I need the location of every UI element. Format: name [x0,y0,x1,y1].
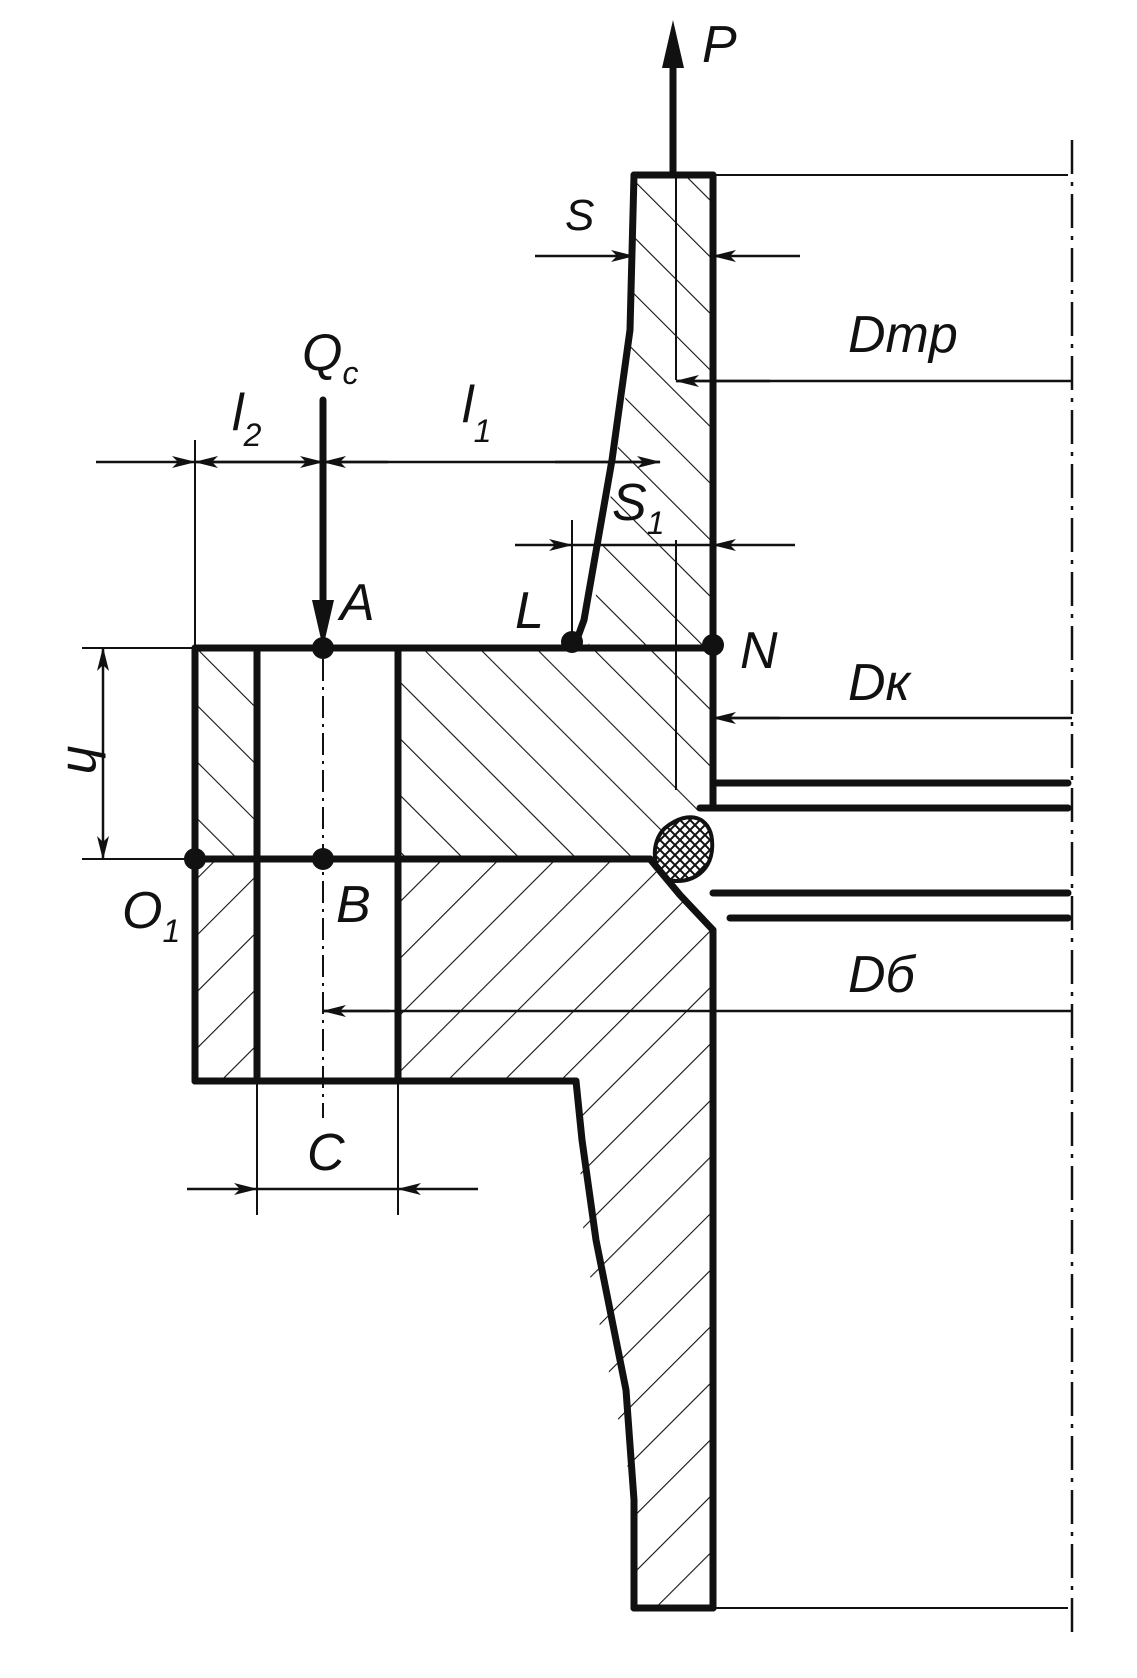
label-l: L [515,582,544,640]
label-d-k: Dк [848,654,913,712]
point-l [561,631,583,653]
section-outlines [191,171,717,1612]
point-o1 [184,848,206,870]
point-b [312,848,334,870]
label-s1: S1 [612,474,664,541]
gasket-lines [696,174,1072,1609]
upper-flange-rim-section [195,648,257,859]
label-d-b: Dб [848,946,917,1004]
label-o1: O1 [122,882,180,949]
label-a: A [337,574,375,632]
lower-flange-body-section [398,859,713,1608]
label-qc: Qc [302,324,358,391]
label-c: C [307,1124,345,1182]
upper-flange-body-section [398,175,713,859]
diameter-lines [322,375,1072,1017]
label-p: P [702,16,737,74]
label-n: N [740,622,778,680]
label-d-tr: Dmp [848,306,958,364]
upper-flange [195,175,713,859]
label-b: B [336,876,371,934]
force-p-arrowhead [662,20,684,68]
dimension-lines [82,250,800,1215]
label-s: S [565,191,594,240]
label-h: h [56,746,114,775]
point-n [702,634,724,656]
point-a [312,637,334,659]
lower-flange [195,859,713,1608]
label-l1: l1 [462,376,491,449]
weld-seam [652,815,715,883]
key-points [184,631,724,870]
label-l2: l2 [232,384,262,453]
labels: P S Dmp Qc l2 l1 S1 A L N Dк h O1 B Dб C [56,16,958,1182]
lower-flange-rim-section [195,859,257,1081]
force-qc-arrowhead [312,600,334,648]
